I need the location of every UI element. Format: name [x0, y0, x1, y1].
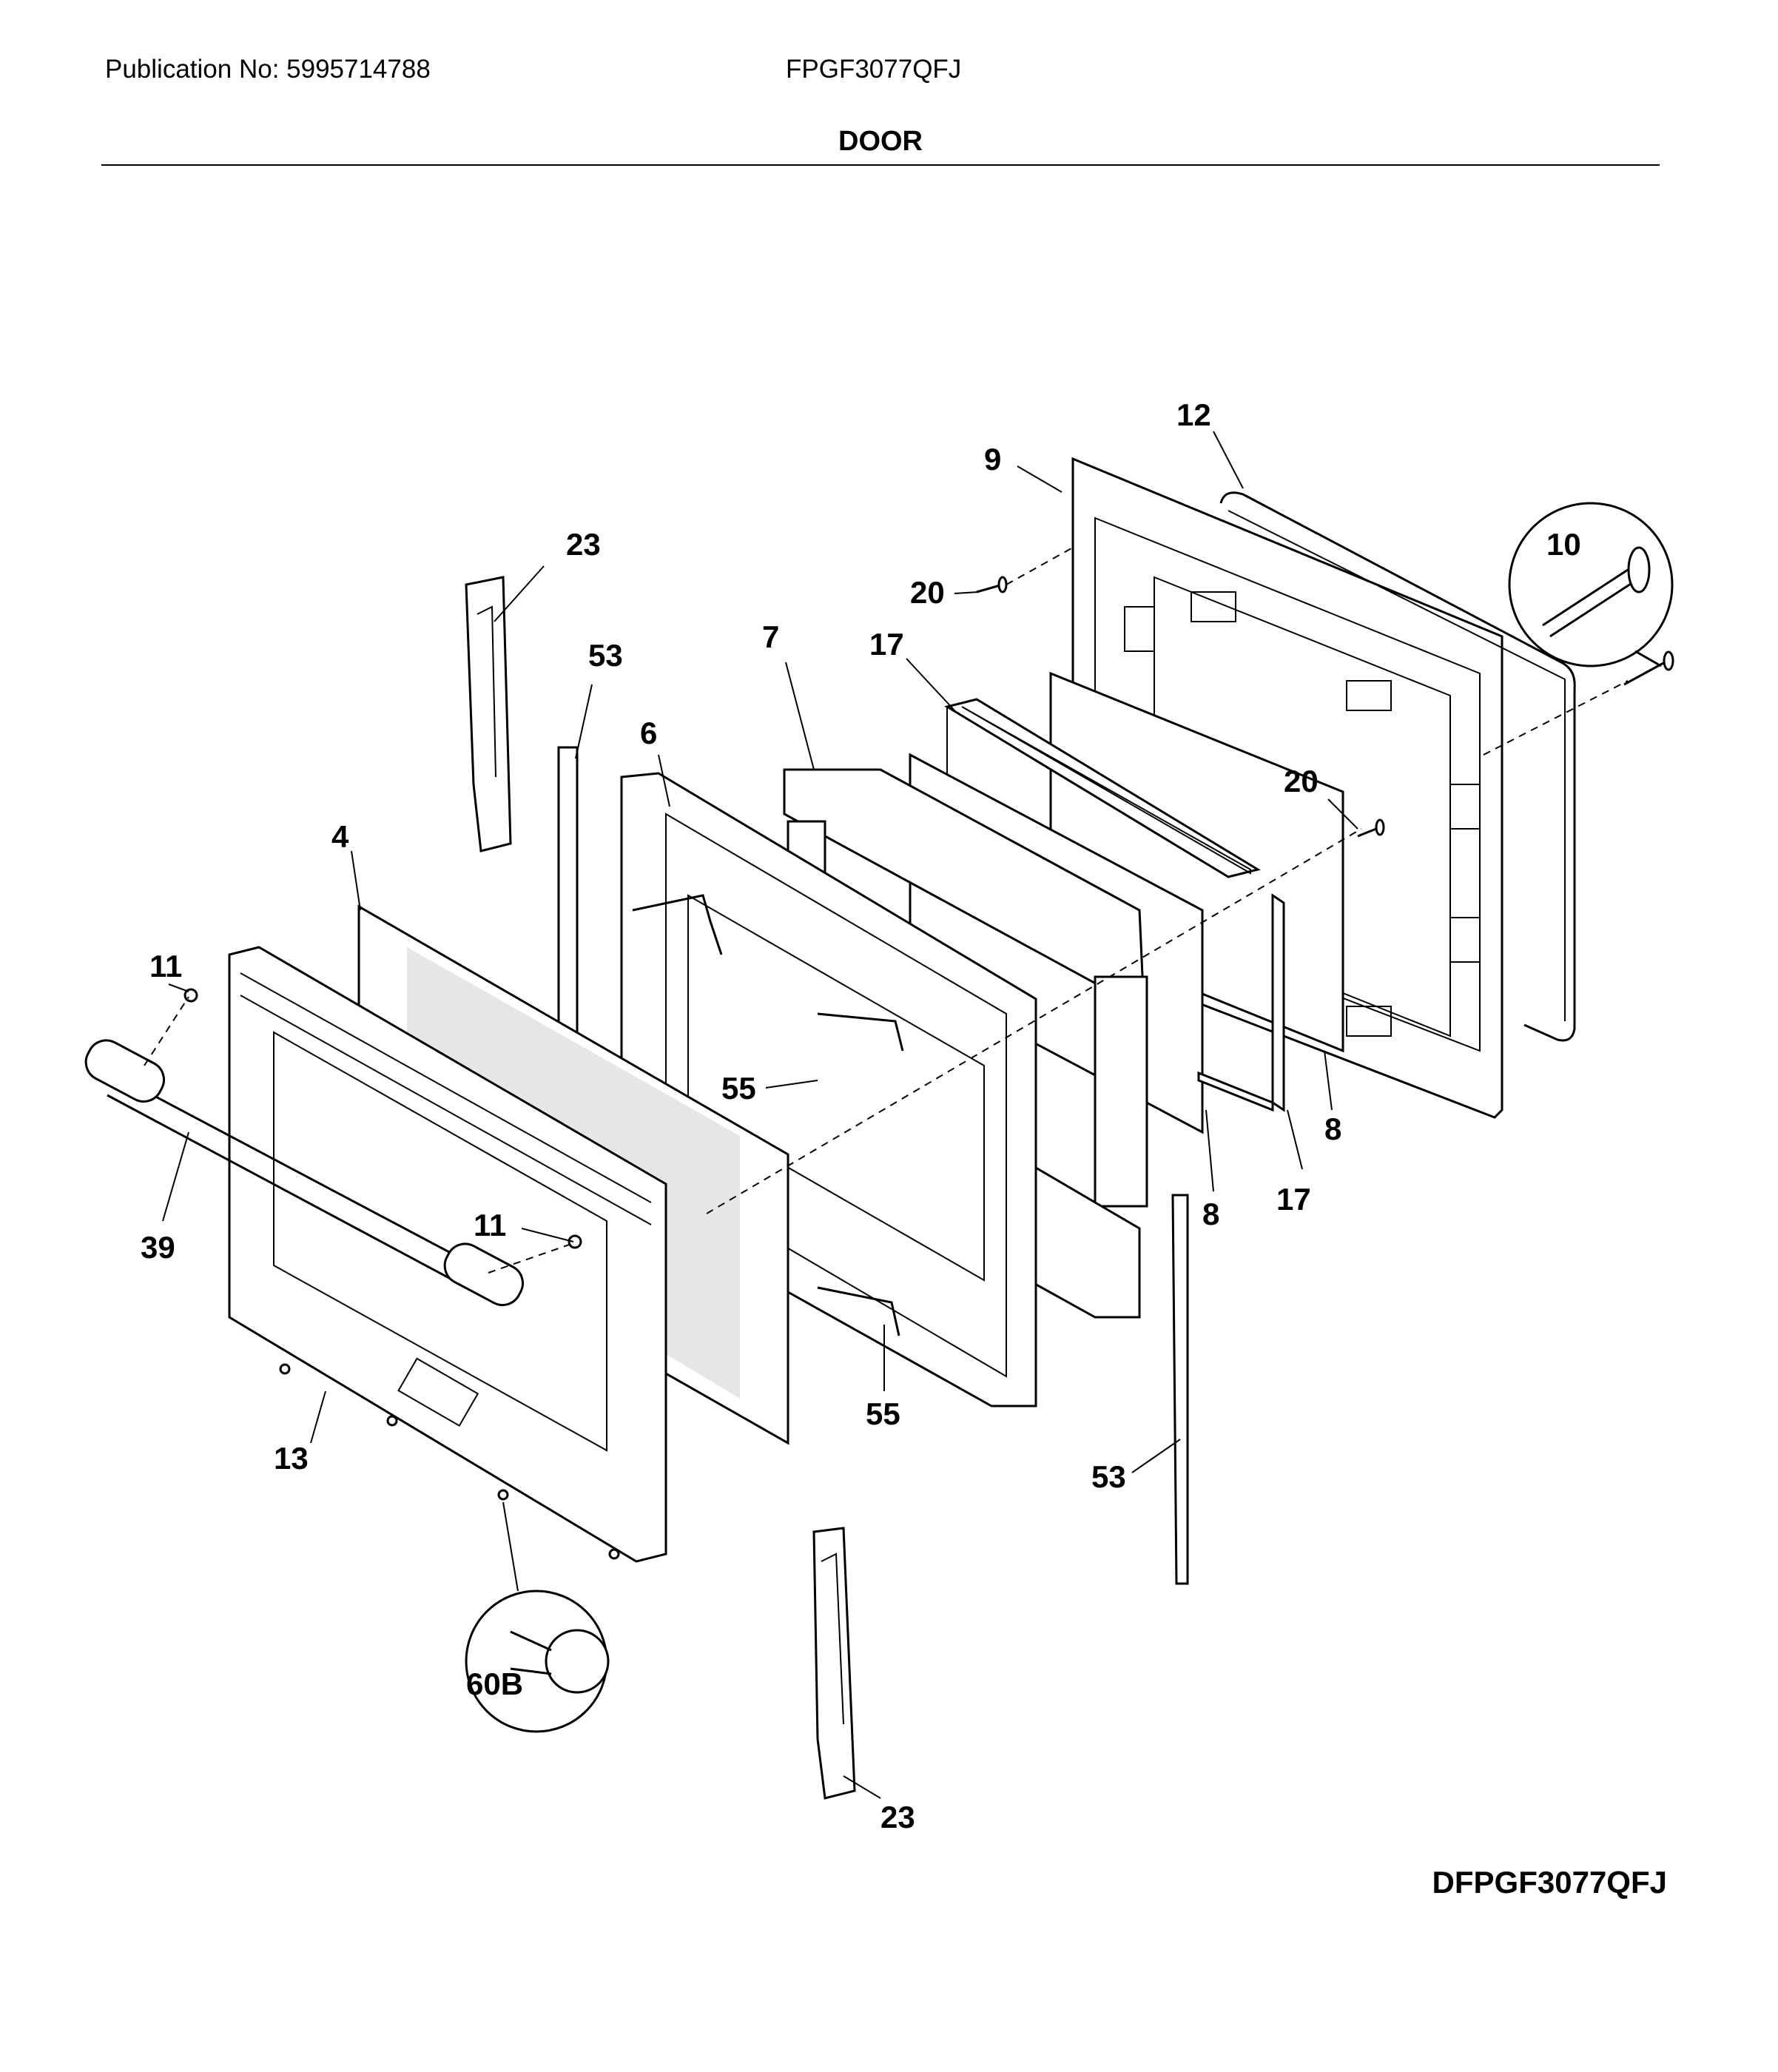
callout-4: 4	[331, 819, 349, 854]
callout-11-left: 11	[149, 949, 182, 983]
callout-55-mid: 55	[721, 1071, 756, 1106]
leader-lines	[162, 431, 1358, 1799]
callout-6: 6	[640, 716, 657, 750]
callout-23-top: 23	[566, 527, 601, 562]
part-11-fastener-mid	[568, 1234, 582, 1249]
callouts: 12 9 10 23 20 53 7 17 6 20 4 11 55 8 17 …	[141, 397, 1581, 1834]
callout-53-bottom: 53	[1091, 1459, 1126, 1494]
publication-number: Publication No: 5995714788	[105, 55, 431, 84]
callout-17-bottom: 17	[1276, 1182, 1311, 1217]
part-23-hinge-bottom	[812, 1527, 856, 1800]
part-53-trim-bottom	[1171, 1194, 1189, 1585]
callout-13: 13	[274, 1441, 309, 1476]
part-23-hinge-top	[465, 576, 512, 852]
callout-9: 9	[984, 442, 1001, 477]
part-20-screw-mid	[1357, 818, 1385, 838]
part-39-handle	[84, 1039, 524, 1306]
callout-12: 12	[1176, 397, 1211, 432]
callout-20-top: 20	[910, 575, 945, 610]
callout-11-mid: 11	[474, 1208, 506, 1242]
header-divider	[101, 164, 1660, 166]
model-number: FPGF3077QFJ	[786, 55, 962, 84]
part-20-screw-top	[976, 576, 1008, 593]
callout-20-mid: 20	[1284, 764, 1319, 798]
part-17-glass-pack-bottom	[1197, 893, 1285, 1112]
callout-55-bottom: 55	[866, 1396, 900, 1431]
section-title: DOOR	[838, 126, 923, 157]
callout-53-top: 53	[588, 638, 623, 673]
part-55-bracket-bottom	[817, 1286, 900, 1336]
callout-39: 39	[141, 1230, 175, 1265]
part-60b-screw-detail	[465, 1590, 610, 1733]
callout-10: 10	[1546, 527, 1581, 562]
callout-60b: 60B	[466, 1666, 523, 1701]
alignment-lines	[144, 547, 1629, 1274]
part-10-screw-detail	[1508, 502, 1674, 686]
callout-8-mid: 8	[1202, 1197, 1219, 1231]
callout-23-bottom: 23	[880, 1800, 915, 1834]
callout-7: 7	[762, 619, 779, 654]
callout-8-right: 8	[1324, 1111, 1341, 1146]
callout-17-top: 17	[869, 627, 904, 662]
part-17-glass-pack-top	[944, 698, 1261, 878]
diagram-code: DFPGF3077QFJ	[1432, 1865, 1667, 1900]
part-12-door-gasket	[1219, 491, 1576, 1042]
bottom-screws	[279, 1363, 620, 1560]
part-55-bracket-top	[632, 894, 904, 1052]
